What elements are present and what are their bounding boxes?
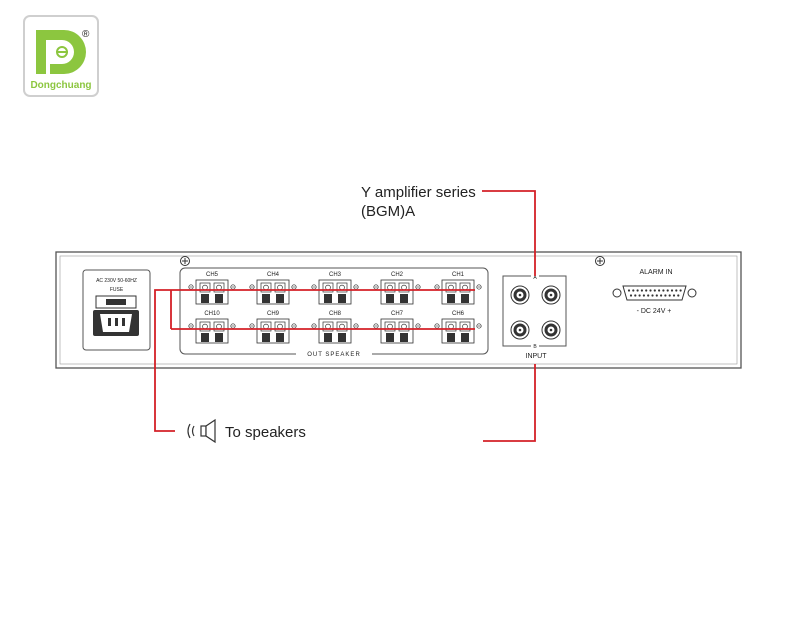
wiring-lines (154, 190, 536, 442)
speaker-channel: CH7 (373, 311, 421, 344)
screw-icon (353, 284, 359, 290)
screw-icon (249, 284, 255, 290)
rca-jack-icon[interactable] (510, 285, 530, 305)
brand-logo: ® Dongchuang (23, 15, 99, 97)
screw-icon (188, 323, 194, 329)
channel-label: CH3 (329, 272, 342, 278)
screw-icon (291, 323, 297, 329)
rca-jack-icon[interactable] (541, 320, 561, 340)
logo-mark-icon (36, 30, 86, 74)
out-speaker-label: OUT SPEAKER (307, 352, 361, 358)
channel-label: CH4 (267, 272, 280, 278)
speaker-channel: CH10 (188, 311, 236, 344)
speaker-channel: CH1 (434, 272, 482, 305)
brand-name: Dongchuang (30, 80, 91, 91)
speaker-terminal-icon[interactable] (380, 318, 414, 344)
speaker-channel: CH2 (373, 272, 421, 305)
device-rear-panel: AC 230V 50-60HZ FUSE CH5 CH4 CH3 CH2 CH1 CH1… (55, 251, 742, 369)
iec-socket-icon[interactable] (93, 310, 139, 336)
input-b-wire (483, 364, 536, 442)
channel-label: CH2 (391, 272, 404, 278)
speaker-terminal-icon[interactable] (441, 318, 475, 344)
amp-series-label-line1: Y amplifier series (361, 184, 476, 201)
screw-icon (249, 323, 255, 329)
screw-icon (311, 284, 317, 290)
screw-icon (188, 284, 194, 290)
channel-label: CH9 (267, 311, 280, 317)
speaker-terminal-icon[interactable] (380, 279, 414, 305)
screw-icon (415, 284, 421, 290)
speaker-icon (187, 418, 216, 444)
power-voltage-label: AC 230V 50-60HZ (96, 278, 137, 284)
amp-series-label-line2: (BGM)A (361, 203, 415, 220)
speaker-terminal-icon[interactable] (195, 279, 229, 305)
out-speaker-group: CH5 CH4 CH3 CH2 CH1 CH10 CH9 CH8 CH7 CH6 OUT SPE… (179, 267, 489, 358)
registered-mark: ® (82, 29, 90, 40)
channel-label: CH8 (329, 311, 342, 317)
speaker-channel: CH5 (188, 272, 236, 305)
speaker-channel: CH6 (434, 311, 482, 344)
screw-icon (311, 323, 317, 329)
speaker-terminal-icon[interactable] (441, 279, 475, 305)
screw-icon (476, 323, 482, 329)
speaker-terminal-icon[interactable] (256, 279, 290, 305)
input-a-label: A (533, 275, 537, 281)
screw-icon (291, 284, 297, 290)
fuse-label: FUSE (110, 287, 124, 293)
speaker-terminal-icon[interactable] (318, 318, 352, 344)
channel-label: CH1 (452, 272, 465, 278)
db25-connector-icon[interactable] (612, 285, 697, 301)
screw-icon (434, 284, 440, 290)
ground-screw-icon (180, 256, 190, 266)
speaker-terminal-icon[interactable] (195, 318, 229, 344)
ground-screw-icon (595, 256, 605, 266)
alarm-group: ALARM IN - DC 24V + (612, 269, 697, 315)
channel-label: CH6 (452, 311, 465, 317)
screw-icon (373, 323, 379, 329)
input-group: A B INPUT (502, 272, 567, 360)
channel-label: CH10 (204, 311, 220, 317)
speaker-channel: CH3 (311, 272, 359, 305)
rca-jack-icon[interactable] (510, 320, 530, 340)
speaker-channels-bottom: CH10 CH9 CH8 CH7 CH6 (188, 311, 482, 344)
screw-icon (353, 323, 359, 329)
input-label: INPUT (526, 353, 548, 360)
speaker-wire-lead (154, 289, 175, 432)
speaker-channel: CH8 (311, 311, 359, 344)
input-b-label: B (533, 344, 537, 350)
alarm-in-label: ALARM IN (639, 269, 672, 276)
channel-label: CH7 (391, 311, 404, 317)
speaker-channel: CH4 (249, 272, 297, 305)
alarm-dc-label: - DC 24V + (637, 308, 672, 315)
speaker-terminal-icon[interactable] (318, 279, 352, 305)
speaker-channels-top: CH5 CH4 CH3 CH2 CH1 (188, 272, 482, 305)
screw-icon (434, 323, 440, 329)
screw-icon (476, 284, 482, 290)
screw-icon (230, 323, 236, 329)
to-speakers-label: To speakers (225, 424, 306, 441)
rca-jacks (510, 285, 561, 340)
screw-icon (373, 284, 379, 290)
screw-icon (230, 284, 236, 290)
speaker-terminal-icon[interactable] (256, 318, 290, 344)
speaker-channel: CH9 (249, 311, 297, 344)
power-inlet-module: AC 230V 50-60HZ FUSE (82, 269, 151, 351)
rca-jack-icon[interactable] (541, 285, 561, 305)
channel-label: CH5 (206, 272, 219, 278)
input-a-wire (482, 190, 536, 276)
screw-icon (415, 323, 421, 329)
